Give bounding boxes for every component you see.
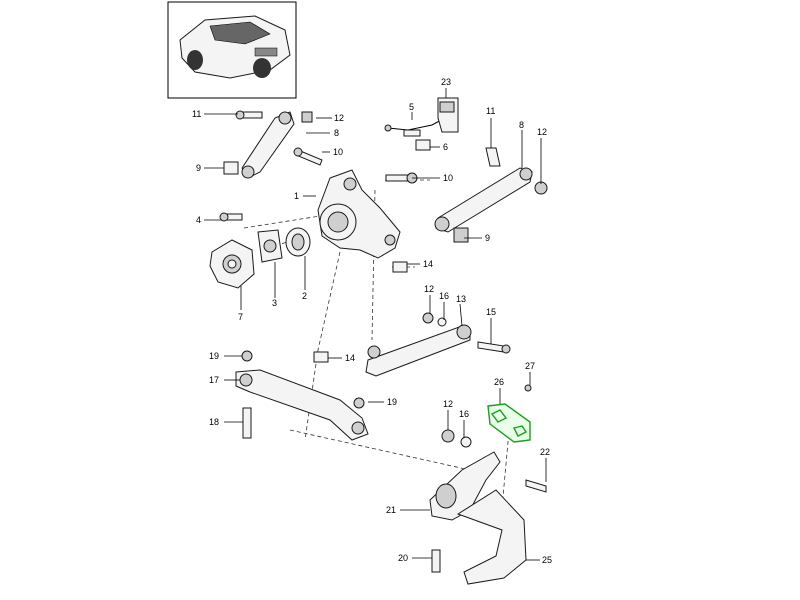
wheel-carrier [317,169,401,259]
callout-11-right: 11 [486,106,495,116]
upper-right-link [434,147,548,243]
hub-assembly [209,212,311,289]
callout-9-left: 9 [196,163,201,173]
callout-12-mid: 12 [424,284,434,294]
callout-22: 22 [540,447,550,457]
callout-27: 27 [525,361,535,371]
callout-12-upper-right: 12 [537,127,547,137]
callout-26: 26 [494,377,504,387]
callout-7: 7 [238,312,243,322]
callout-14-lower: 14 [345,353,355,363]
sensor-assembly [384,97,459,151]
nut-14-upper [392,261,408,273]
mount-bracket [429,451,547,573]
callout-9-right: 9 [485,233,490,243]
callout-8-right: 8 [519,120,524,130]
callout-12-upper-left: 12 [334,113,344,123]
callout-1: 1 [294,191,299,201]
callout-14-upper: 14 [423,259,433,269]
upper-left-link [223,110,323,179]
callout-8-left: 8 [334,128,339,138]
callout-12-lower: 12 [443,399,453,409]
callout-25: 25 [542,555,552,565]
callout-3: 3 [272,298,277,308]
callout-4: 4 [196,215,201,225]
heat-shield [456,489,527,585]
callout-labels: 1 2 3 4 5 6 7 8 8 9 9 10 10 11 11 12 12 … [192,77,552,565]
lower-link [365,312,511,377]
callout-19-left: 19 [209,351,219,361]
callout-19-right: 19 [387,397,397,407]
callout-11-left: 11 [192,109,201,119]
callout-20: 20 [398,553,408,563]
callout-17: 17 [209,375,219,385]
callout-6: 6 [443,142,448,152]
callout-2: 2 [302,291,307,301]
callout-18: 18 [209,417,219,427]
leader-lines [204,88,547,561]
nuts-lower [441,429,472,448]
callout-16-lower: 16 [459,409,469,419]
nut-14-lower [313,351,329,363]
callout-15: 15 [486,307,496,317]
callout-23: 23 [441,77,451,87]
callout-16-mid: 16 [439,291,449,301]
callout-5: 5 [409,102,414,112]
callout-13: 13 [456,294,466,304]
trailing-arm [235,350,369,441]
callout-10-upper: 10 [333,147,343,157]
car-thumbnail [167,1,297,99]
callout-21: 21 [386,505,396,515]
callout-10-lower: 10 [443,173,453,183]
highlighted-bracket [487,384,532,443]
